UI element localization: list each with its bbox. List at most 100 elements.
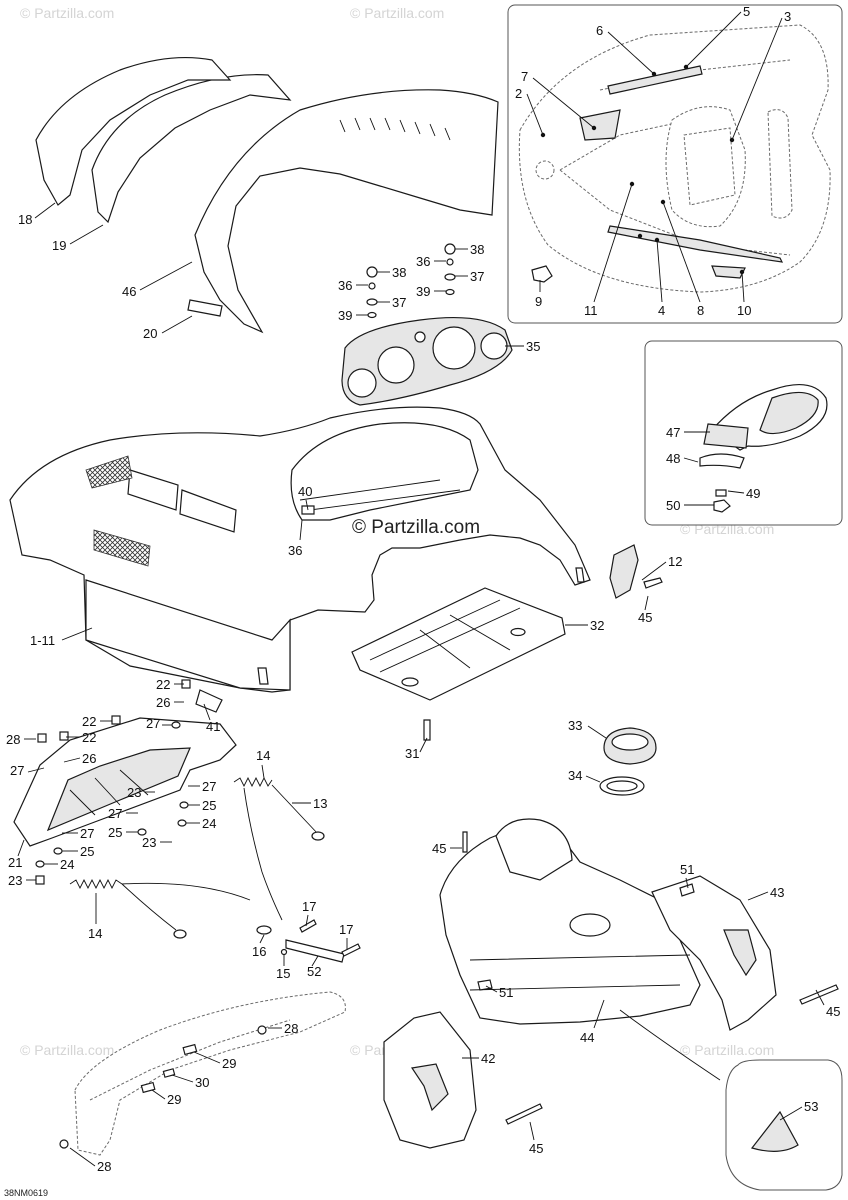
main-hood [9,406,591,693]
leader-line [593,999,605,1029]
pin-15 [280,948,288,956]
gauge-ring [480,332,508,360]
gauge-opening-inner [683,127,736,206]
leader-line [485,985,498,993]
washer-24 [177,819,187,827]
washer-39 [445,288,455,296]
callout-label: 6 [596,23,603,38]
fastener-38 [444,243,456,255]
decal-10 [711,265,746,279]
leader-line [305,499,309,511]
panel-46 [194,89,499,334]
ring-16 [256,925,272,935]
callout-label: 25 [108,825,122,840]
cable-13 [121,883,177,931]
gauge-ring [377,346,415,384]
decal-strip-7 [579,109,621,141]
callout-label: 27 [202,779,216,794]
console-edge [469,954,691,991]
callout-label: 36 [416,254,430,269]
callout-label: 52 [307,964,321,979]
watermark-text: © Partzilla.com [350,5,444,21]
callout-label: 10 [737,303,751,318]
springs-cables [69,776,361,963]
bolt-28 [37,733,47,743]
hood-window [179,489,237,533]
nut-28 [59,1139,69,1149]
callout-label: 27 [108,806,122,821]
tray-hole [510,627,526,637]
hood-fascia [85,579,291,691]
screw-31 [423,719,431,741]
leader-line [529,1121,535,1141]
bracket-21-inner [46,747,191,832]
callout-label: 45 [826,1004,840,1019]
callout-label: 25 [202,798,216,813]
callout-label: 38 [392,265,406,280]
leader-line [644,595,649,611]
bumper-inner [89,1019,291,1101]
cap-53 [750,1110,799,1152]
callout-label: 14 [256,748,270,763]
spring-14 [69,878,123,890]
callout-label: 37 [392,295,406,310]
callout-label: 13 [313,796,327,811]
hood-panels [35,56,499,334]
callout-label: 9 [535,294,542,309]
tray-32 [351,587,566,701]
callout-label: 53 [804,1099,818,1114]
washer-39 [367,311,377,319]
panel-19 [91,74,292,224]
leader-line [815,989,825,1006]
screw-45 [505,1103,543,1125]
leader-line [61,627,93,641]
leader-line [683,457,699,463]
callout-label: 17 [339,922,353,937]
callout-label: 25 [80,844,94,859]
callout-label: 12 [668,554,682,569]
callout-label: 7 [521,69,528,84]
callout-label: 36 [288,543,302,558]
leader-line [311,955,319,967]
cap-leader [619,1009,721,1081]
leader-line [656,239,663,303]
leader-line [641,561,667,581]
callout-label: 14 [88,926,102,941]
gasket-48 [699,453,745,469]
grommet-20 [187,299,223,317]
callout-label: 24 [60,857,74,872]
leader-line [731,17,783,141]
cable-loop [173,929,187,939]
clip-9 [531,265,553,283]
nut-28 [257,1025,267,1035]
callout-label: 2 [515,86,522,101]
callout-label: 4 [658,303,665,318]
leader-line [261,764,265,779]
callout-label: 44 [580,1030,594,1045]
callout-label: 26 [82,751,96,766]
washer-49 [715,489,727,497]
washer-25 [179,801,189,809]
leader-line [161,315,193,334]
mesh-vent [85,455,133,489]
callout-label: 51 [680,862,694,877]
leader-line [526,93,544,136]
panel-42-inset [410,1063,449,1112]
vent-slots [339,117,451,141]
leader-line [63,757,81,763]
clip-51 [679,883,695,897]
callout-label: 21 [8,855,22,870]
screw-17 [299,919,317,933]
callout-label: 30 [195,1075,209,1090]
leader-line [593,183,633,303]
screw-45 [462,831,468,853]
bolt-22 [59,731,69,741]
filler-cap-top [611,733,649,751]
callout-label: 18 [18,212,32,227]
callout-label: 34 [568,768,582,783]
callout-label: 23 [142,835,156,850]
bolt-23 [35,875,45,885]
callout-label: 45 [529,1141,543,1156]
callout-label: 28 [6,732,20,747]
